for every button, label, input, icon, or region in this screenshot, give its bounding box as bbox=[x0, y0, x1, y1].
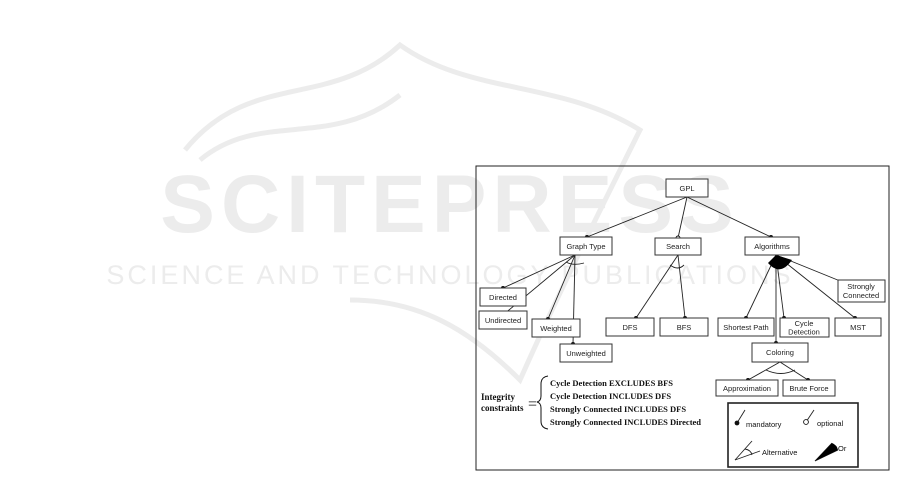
legend: mandatory optional Alternative Or bbox=[727, 402, 859, 468]
alternative-legend-line bbox=[734, 450, 761, 461]
node-label: Brute Force bbox=[789, 384, 828, 393]
constraints-label: constraints bbox=[481, 403, 524, 413]
legend-mandatory: mandatory bbox=[746, 420, 782, 429]
legend-or: Or bbox=[838, 444, 847, 453]
constraint-line: Cycle Detection INCLUDES DFS bbox=[550, 391, 671, 401]
node-mst: MST bbox=[834, 317, 882, 337]
node-label: MST bbox=[850, 323, 866, 332]
node-search: Search bbox=[654, 237, 702, 256]
node-strongly-connected: Strongly Connected bbox=[837, 279, 886, 303]
constraints-label: Integrity bbox=[481, 392, 515, 402]
integrity-constraints: Integrity constraints = Cycle Detection … bbox=[481, 375, 701, 430]
constraint-line: Strongly Connected INCLUDES DFS bbox=[550, 404, 686, 414]
node-label: Approximation bbox=[723, 384, 771, 393]
legend-box bbox=[727, 402, 859, 468]
optional-legend-icon bbox=[803, 419, 809, 425]
node-label: Graph Type bbox=[566, 242, 605, 251]
node-shortest-path: Shortest Path bbox=[717, 317, 775, 337]
node-bfs: BFS bbox=[659, 317, 709, 337]
node-label: DFS bbox=[623, 323, 638, 332]
node-unweighted: Unweighted bbox=[559, 343, 613, 363]
figure-frame bbox=[475, 165, 890, 471]
node-weighted: Weighted bbox=[531, 318, 581, 338]
watermark-book-shape bbox=[183, 41, 644, 385]
watermark-title: SCITEPRESS bbox=[160, 159, 739, 250]
constraints-brace bbox=[536, 375, 549, 430]
node-label: Shortest Path bbox=[723, 323, 768, 332]
edges bbox=[502, 196, 856, 381]
node-label: Cycle bbox=[795, 319, 814, 328]
alternative-legend-arc bbox=[744, 448, 753, 456]
node-algorithms: Algorithms bbox=[744, 236, 800, 256]
watermark-subtitle: SCIENCE AND TECHNOLOGY PUBLICATIONS bbox=[106, 260, 793, 290]
mandatory-legend-line bbox=[736, 409, 746, 424]
node-label: Weighted bbox=[540, 324, 572, 333]
node-label: Unweighted bbox=[566, 349, 606, 358]
or-group-marker bbox=[768, 255, 792, 270]
constraints-equals: = bbox=[528, 396, 537, 413]
node-brute-force: Brute Force bbox=[782, 379, 836, 397]
node-label: BFS bbox=[677, 323, 692, 332]
node-directed: Directed bbox=[479, 287, 527, 307]
node-label: Strongly bbox=[847, 282, 875, 291]
node-label: Connected bbox=[843, 291, 879, 300]
mandatory-legend-icon bbox=[734, 420, 740, 426]
node-label: Directed bbox=[489, 293, 517, 302]
node-label: Detection bbox=[788, 328, 820, 337]
node-gpl: GPL bbox=[665, 178, 709, 198]
or-legend-icon bbox=[815, 443, 838, 461]
node-label: GPL bbox=[679, 184, 694, 193]
node-coloring: Coloring bbox=[751, 342, 809, 363]
node-label: Search bbox=[666, 242, 690, 251]
legend-optional: optional bbox=[817, 419, 844, 428]
node-label: Undirected bbox=[485, 316, 521, 325]
node-label: Algorithms bbox=[754, 242, 790, 251]
node-undirected: Undirected bbox=[478, 310, 528, 330]
node-cycle-detection: Cycle Detection bbox=[779, 317, 830, 338]
constraint-line: Strongly Connected INCLUDES Directed bbox=[550, 417, 701, 427]
legend-alternative: Alternative bbox=[762, 448, 797, 457]
node-graph-type: Graph Type bbox=[559, 236, 613, 256]
node-label: Coloring bbox=[766, 348, 794, 357]
alternative-legend-line bbox=[734, 440, 753, 461]
node-dfs: DFS bbox=[605, 317, 655, 337]
node-approximation: Approximation bbox=[715, 379, 779, 397]
constraint-line: Cycle Detection EXCLUDES BFS bbox=[550, 378, 673, 388]
